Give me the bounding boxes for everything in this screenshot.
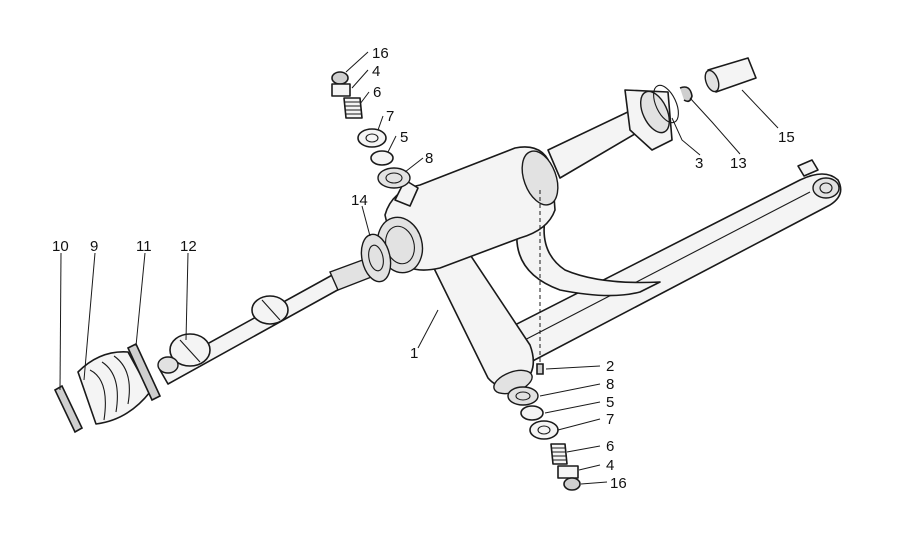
boot-assembly-part xyxy=(53,342,162,434)
callout-16-bot: 16 xyxy=(610,475,627,492)
callout-7-top: 7 xyxy=(386,108,394,125)
callout-4-bot: 4 xyxy=(606,457,614,474)
callout-8-bot: 8 xyxy=(606,376,614,393)
drive-shaft-part xyxy=(157,257,375,385)
bearing-14-part xyxy=(360,233,392,283)
callout-4-top: 4 xyxy=(372,63,380,80)
callout-11: 11 xyxy=(136,238,152,255)
callout-labels: 16 4 6 7 5 8 14 3 13 15 10 9 11 12 1 2 8… xyxy=(52,45,795,492)
callout-13: 13 xyxy=(730,155,747,172)
callout-9: 9 xyxy=(90,238,98,255)
swingarm-part xyxy=(376,89,842,395)
callout-6-bot: 6 xyxy=(606,438,614,455)
callout-6-top: 6 xyxy=(373,84,381,101)
callout-10: 10 xyxy=(52,238,69,255)
callout-7-bot: 7 xyxy=(606,411,614,428)
leader-lines xyxy=(59,51,779,485)
callout-14: 14 xyxy=(351,192,368,209)
upper-right-parts xyxy=(653,57,757,124)
callout-3: 3 xyxy=(695,155,703,172)
top-pivot-stack-part xyxy=(331,71,411,189)
callout-1: 1 xyxy=(410,345,418,362)
callout-16-top: 16 xyxy=(372,45,389,62)
callout-5-bot: 5 xyxy=(606,394,614,411)
callout-2: 2 xyxy=(606,358,614,375)
bottom-pivot-stack-part xyxy=(507,363,581,491)
callout-5-top: 5 xyxy=(400,129,408,146)
callout-8-top: 8 xyxy=(425,150,433,167)
callout-15: 15 xyxy=(778,129,795,146)
callout-12: 12 xyxy=(180,238,197,255)
